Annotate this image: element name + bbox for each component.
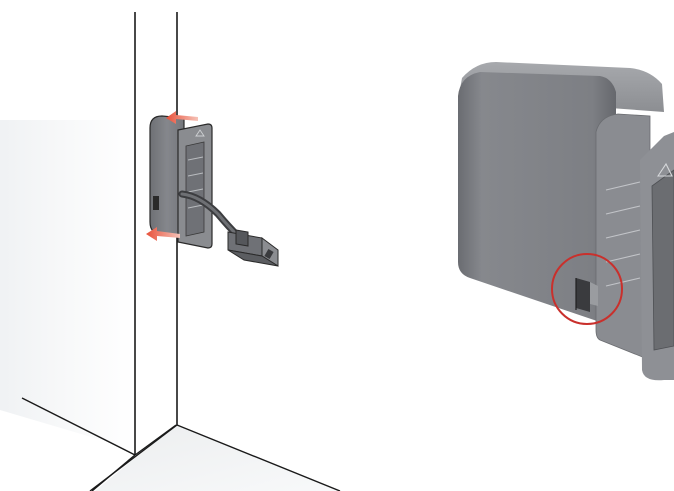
connector-inner-slot [185,141,205,237]
arrow-upper [166,111,198,124]
detail-faceplate-slot [651,169,674,351]
connector-latch [153,196,159,210]
connector-plug [227,229,279,267]
arrow-left-icon [146,111,198,241]
floor-edge-5 [134,424,177,456]
highlight-circle [551,253,623,325]
floor-edge-1 [21,397,136,456]
triangle-marker-icon [195,129,205,137]
connector-small [149,115,279,267]
detail-ribs [605,181,641,287]
connector-ribs [187,156,204,209]
detail-body [458,72,616,322]
floor-edge-2 [176,424,341,491]
arrow-lower [146,227,180,241]
left-scene [0,12,341,491]
detail-latch [575,278,598,312]
detail-view [458,62,674,381]
wall-surface [0,120,135,450]
floor-edge-4 [91,454,136,491]
triangle-marker-icon [656,162,673,177]
